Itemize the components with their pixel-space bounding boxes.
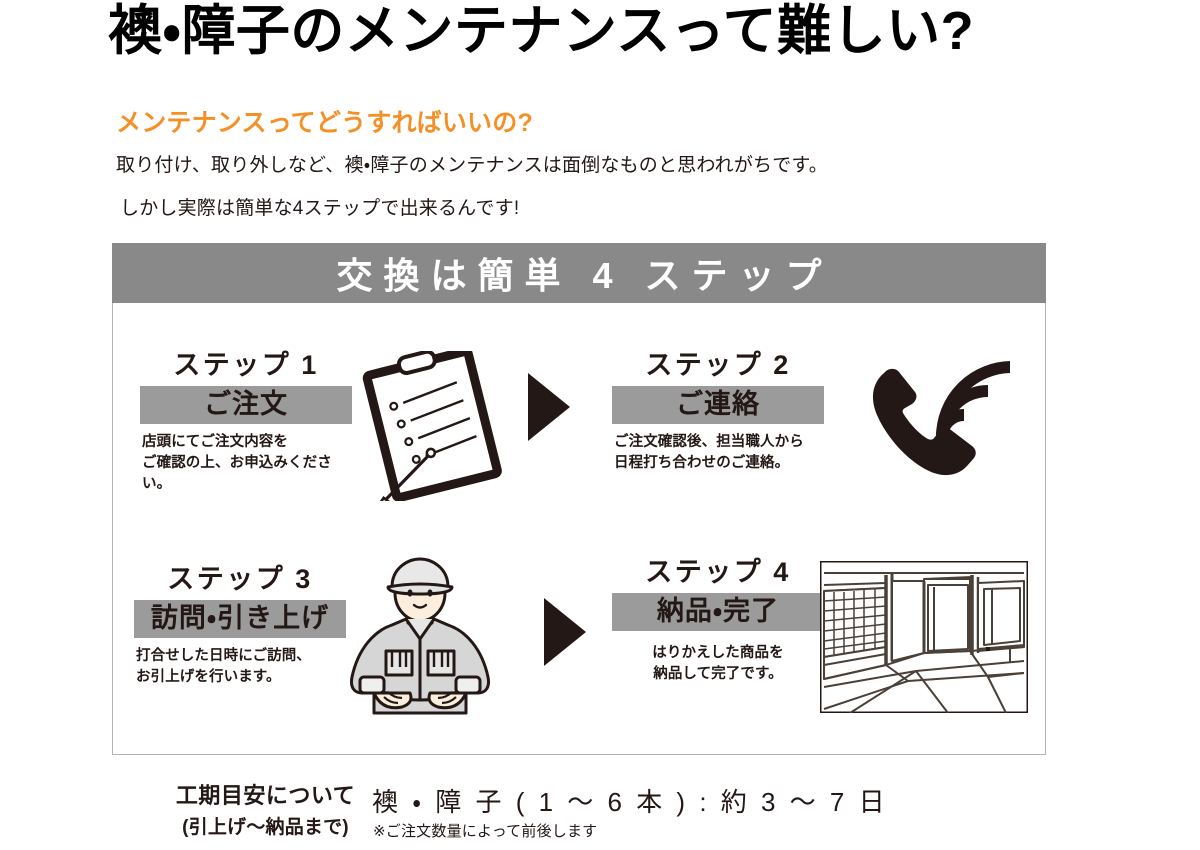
- step-3-badge: 訪問・引き上げ: [134, 599, 346, 639]
- step-1-kicker: ステップ 1: [173, 350, 319, 380]
- step-1-description: 店頭にてご注文内容を ご確認の上、お申込みください。: [142, 434, 332, 493]
- footer-label-sub: (引上げ〜納品まで): [182, 817, 349, 838]
- step-4-badge: 納品・完了: [612, 592, 824, 632]
- step-4-description: はりかえした商品を 納品して完了です。: [652, 645, 784, 683]
- step-3-text: ステップ 3 訪問・引き上げ 打合せした日時にご訪問、 お引上げを行います。: [134, 564, 346, 688]
- step-3-kicker: ステップ 3: [167, 564, 313, 594]
- step-1-text: ステップ 1 ご注文 店頭にてご注文内容を ご確認の上、お申込みください。: [140, 350, 352, 495]
- footer-note: ※ご注文数量によって前後します: [373, 823, 598, 840]
- japanese-room-icon: [820, 561, 1028, 713]
- lead-paragraph-1: 取り付け、取り外しなど、襖・障子のメンテナンスは面倒なものと思われがちです。: [116, 155, 828, 176]
- triangle-right-icon-2: [544, 598, 586, 666]
- step-item-1: ステップ 1 ご注文 店頭にてご注文内容を ご確認の上、お申込みください。: [140, 350, 352, 495]
- step-2-description: ご注文確認後、担当職人から 日程打ち合わせのご連絡。: [614, 434, 804, 472]
- step-4-kicker: ステップ 4: [645, 557, 791, 587]
- step-1-badge: ご注文: [140, 385, 352, 425]
- page-title: 襖・障子のメンテナンスって難しい?: [108, 1, 975, 61]
- step-item-2: ステップ 2 ご連絡 ご注文確認後、担当職人から 日程打ち合わせのご連絡。: [612, 350, 824, 474]
- triangle-right-icon-1: [528, 373, 570, 441]
- footer-label-main: 工期目安について: [175, 783, 356, 808]
- step-2-badge: ご連絡: [612, 385, 824, 425]
- lead-paragraph-2: しかし実際は簡単な4ステップで出来るんです!: [120, 198, 520, 219]
- step-item-4: ステップ 4 納品・完了 はりかえした商品を 納品して完了です。: [612, 557, 824, 685]
- step-4-text: ステップ 4 納品・完了 はりかえした商品を 納品して完了です。: [612, 557, 824, 685]
- steps-grid: ステップ 1 ご注文 店頭にてご注文内容を ご確認の上、お申込みください。: [112, 303, 1046, 755]
- step-3-description: 打合せした日時にご訪問、 お引上げを行います。: [136, 648, 311, 686]
- steps-card-header: 交換は簡単 4 ステップ: [112, 243, 1046, 303]
- clipboard-checklist-icon: [354, 351, 514, 501]
- step-item-3: ステップ 3 訪問・引き上げ 打合せした日時にご訪問、 お引上げを行います。: [134, 564, 346, 688]
- worker-person-icon: [330, 553, 510, 718]
- footer-lead-time-value: 襖 ・ 障 子 ( 1 〜 6 本 ) : 約 3 〜 7 日: [372, 787, 889, 817]
- step-2-kicker: ステップ 2: [645, 350, 791, 380]
- ringing-phone-icon: [850, 351, 1010, 491]
- step-2-text: ステップ 2 ご連絡 ご注文確認後、担当職人から 日程打ち合わせのご連絡。: [612, 350, 824, 474]
- lead-heading: メンテナンスってどうすればいいの?: [116, 109, 533, 137]
- footer-label-group: 工期目安について (引上げ〜納品まで): [158, 778, 373, 839]
